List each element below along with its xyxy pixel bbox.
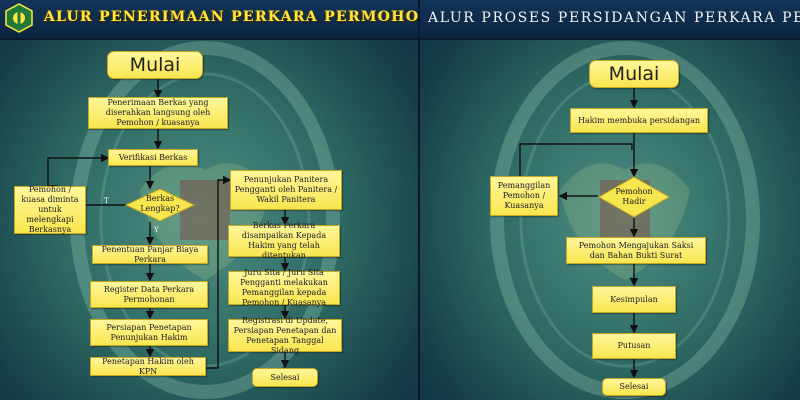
right-header: ALUR PROSES PERSIDANGAN PERKARA PERMOHON… <box>420 0 800 40</box>
left-flowchart-panel: ALUR PENERIMAAN PERKARA PERMOHONAN Mulai… <box>0 0 418 400</box>
left-step-register-case: Register Data Perkara Permohonan <box>90 281 208 308</box>
left-decision-label: Berkas Lengkap? <box>140 194 180 213</box>
right-side-summon-petitioner: Pemanggilan Pemohon / Kuasanya <box>490 176 558 216</box>
left-decision-yes-label: Y <box>154 226 159 234</box>
left-start-node: Mulai <box>107 51 203 79</box>
left-step-verify-files: Verifikasi Berkas <box>108 149 198 166</box>
left-decision-diamond <box>125 188 195 222</box>
left-page-title: ALUR PENERIMAAN PERKARA PERMOHONAN <box>44 9 418 25</box>
right-page-title: ALUR PROSES PERSIDANGAN PERKARA PERMOHON… <box>428 10 800 26</box>
left-side-complete-files: Pemohon / kuasa diminta untuk melengkapi… <box>14 185 86 234</box>
left-step-summon-petitioner: Juru Sita / Juru Sita Pengganti melakuka… <box>228 268 340 307</box>
right-connectors <box>519 88 639 379</box>
left-step-prepare-judge-assignment: Persiapan Penetapan Penunjukan Hakim <box>90 319 208 346</box>
court-emblem-icon <box>5 3 33 33</box>
right-step-verdict: Putusan <box>592 333 676 359</box>
left-connectors <box>47 79 290 369</box>
right-decision-diamond <box>598 176 670 218</box>
left-step-judge-assignment: Penetapan Hakim oleh KPN <box>90 357 206 376</box>
left-step-deliver-to-judge: Berkas Perkara disampaikan Kepada Hakim … <box>228 221 340 260</box>
left-step-update-registry: Registrasi di Update, Persiapan Penetapa… <box>228 316 342 355</box>
right-step-conclusion: Kesimpulan <box>592 286 676 313</box>
left-step-receive-files: Penerimaan Berkas yang diserahkan langsu… <box>88 97 228 129</box>
right-flowchart-panel: ALUR PROSES PERSIDANGAN PERKARA PERMOHON… <box>420 0 800 400</box>
left-step-fee-deposit: Penentuan Panjar Biaya Perkara <box>92 245 208 264</box>
panel-divider <box>418 0 420 400</box>
left-step-clerk-assignment: Penunjukan Panitera Pengganti oleh Panit… <box>230 170 342 210</box>
left-decision-no-label: T <box>104 197 109 205</box>
left-header: ALUR PENERIMAAN PERKARA PERMOHONAN <box>0 0 418 40</box>
right-step-open-hearing: Hakim membuka persidangan <box>570 108 708 133</box>
right-step-witness-evidence: Pemohon Mengajukan Saksi dan Bahan Bukti… <box>566 237 706 264</box>
right-end-node: Selesai <box>602 378 666 396</box>
right-decision-label: Pemohon Hadir <box>615 187 653 206</box>
left-end-node: Selesai <box>252 368 318 387</box>
right-start-node: Mulai <box>589 60 679 88</box>
